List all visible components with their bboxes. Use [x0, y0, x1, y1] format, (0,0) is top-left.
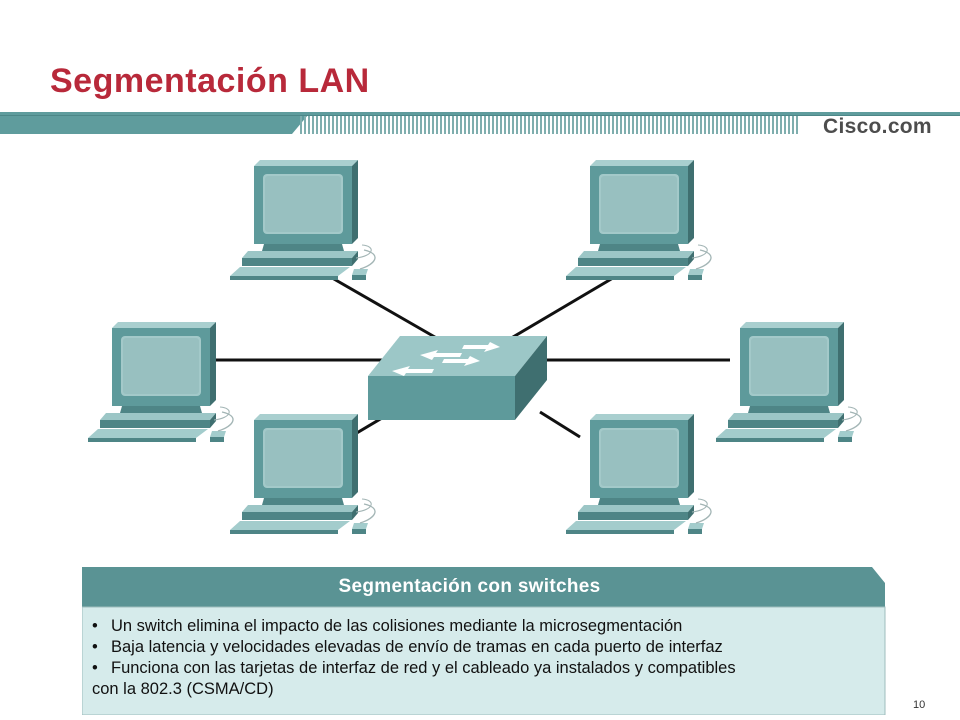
slide-title: Segmentación LAN	[50, 62, 370, 100]
computer-icon	[87, 321, 234, 443]
list-item: • Baja latencia y velocidades elevadas de…	[92, 637, 862, 658]
computer-icon	[715, 321, 862, 443]
bullet: •	[92, 659, 98, 677]
list-item-text: Un switch elimina el impacto de las coli…	[111, 617, 683, 635]
info-panel	[82, 567, 886, 715]
panel-bullet-list: • Un switch elimina el impacto de las col…	[92, 616, 862, 700]
panel-title: Segmentación con switches	[338, 576, 601, 597]
link-top-left	[326, 273, 441, 342]
list-item-text: Funciona con las tarjetas de interfaz de…	[111, 659, 736, 677]
cisco-logo: Cisco.com	[823, 115, 932, 138]
network-diagram	[87, 159, 862, 535]
computer-icon	[229, 413, 376, 535]
list-item: • Funciona con las tarjetas de interfaz d…	[92, 658, 862, 679]
list-item-text: Baja latencia y velocidades elevadas de …	[111, 638, 723, 656]
list-item-continuation: con la 802.3 (CSMA/CD)	[92, 680, 274, 698]
header-bar	[0, 112, 960, 134]
list-item: • Un switch elimina el impacto de las col…	[92, 616, 862, 637]
computer-icon	[565, 159, 712, 281]
bullet: •	[92, 638, 98, 656]
link-top-right	[507, 273, 619, 342]
panel-body	[82, 606, 886, 715]
switch-icon	[368, 336, 547, 420]
link-bottom-right	[539, 410, 581, 439]
computer-icon	[565, 413, 712, 535]
computer-icon	[229, 159, 376, 281]
page-number: 10	[913, 699, 926, 711]
bullet: •	[92, 617, 98, 635]
panel-header	[82, 567, 885, 607]
